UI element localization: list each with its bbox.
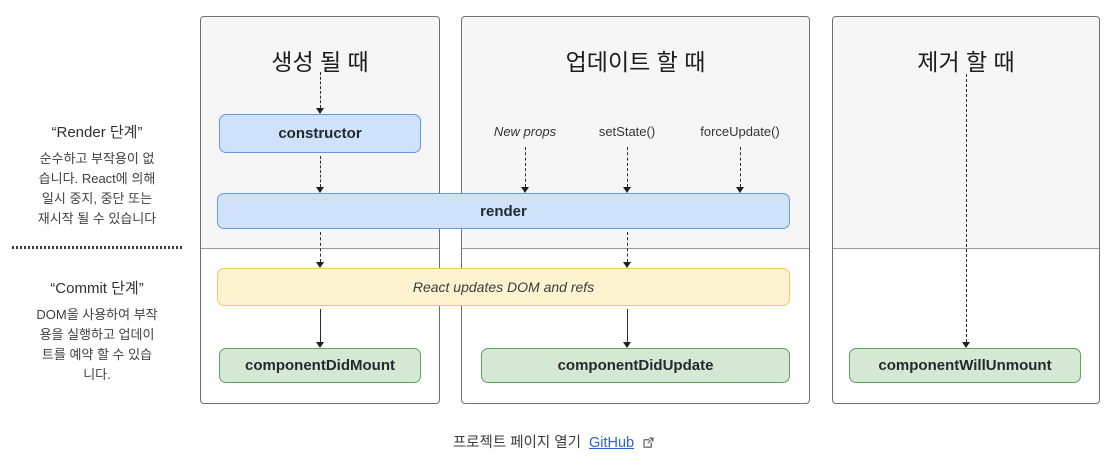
commit-phase-text-line: 용을 실행하고 업데이 — [39, 327, 155, 342]
arrow-render-to-dom-updates-right — [623, 232, 631, 268]
render-phase-title: “Render 단계” — [51, 124, 143, 141]
commit-phase-title: “Commit 단계” — [50, 280, 144, 297]
arrowhead-icon — [623, 262, 631, 268]
component-did-mount-box[interactable]: componentDidMount — [219, 348, 421, 383]
render-phase-text-line: 재시작 될 수 있습니다 — [37, 211, 157, 226]
arrowhead-icon — [316, 187, 324, 193]
trigger-set-state: setState() — [598, 124, 656, 139]
arrowhead-icon — [736, 187, 744, 193]
arrow-force-update-to-render — [736, 147, 744, 193]
trigger-force-update: forceUpdate() — [700, 124, 780, 139]
footer-text: 프로젝트 페이지 열기 — [452, 435, 581, 451]
arrow-to-component-will-unmount — [962, 74, 970, 348]
trigger-new-props: New props — [493, 124, 557, 139]
github-link[interactable]: GitHub — [588, 435, 635, 451]
footer: 프로젝트 페이지 열기 GitHub — [0, 431, 1108, 453]
render-phase-text-line: 순수하고 부작용이 없 — [39, 151, 155, 166]
arrow-mount-to-constructor — [316, 72, 324, 114]
constructor-box[interactable]: constructor — [219, 114, 421, 153]
arrow-constructor-to-render — [316, 156, 324, 193]
arrowhead-icon — [962, 342, 970, 348]
panel-updating-title: 업데이트 할 때 — [565, 49, 706, 75]
arrowhead-icon — [623, 187, 631, 193]
component-did-update-box[interactable]: componentDidUpdate — [481, 348, 790, 383]
arrow-to-component-did-update — [623, 309, 631, 348]
commit-phase-text-line: 니다. — [83, 367, 111, 382]
external-link-icon — [642, 436, 655, 453]
panel-mounting-title: 생성 될 때 — [271, 49, 369, 75]
commit-phase-note: “Commit 단계” DOM을 사용하여 부작 용을 실행하고 업데이 트를 … — [6, 277, 188, 385]
arrow-set-state-to-render — [623, 147, 631, 193]
commit-phase-text-line: 트를 예약 할 수 있습 — [41, 347, 153, 362]
arrow-new-props-to-render — [521, 147, 529, 193]
render-phase-text-line: 일시 중지, 중단 또는 — [41, 191, 153, 206]
arrowhead-icon — [316, 342, 324, 348]
arrowhead-icon — [521, 187, 529, 193]
arrowhead-icon — [623, 342, 631, 348]
arrowhead-icon — [316, 262, 324, 268]
arrowhead-icon — [316, 108, 324, 114]
render-phase-text-line: 습니다. React에 의해 — [38, 171, 156, 186]
render-phase-note: “Render 단계” 순수하고 부작용이 없 습니다. React에 의해 일… — [6, 121, 188, 229]
commit-phase-text-line: DOM을 사용하여 부작 — [36, 307, 158, 322]
phase-divider-dotted-line — [12, 246, 182, 249]
arrow-to-component-did-mount — [316, 309, 324, 348]
react-updates-dom-box: React updates DOM and refs — [217, 268, 790, 306]
component-will-unmount-box[interactable]: componentWillUnmount — [849, 348, 1081, 383]
arrow-render-to-dom-updates-left — [316, 232, 324, 268]
panel-unmounting-title: 제거 할 때 — [917, 49, 1015, 75]
render-box[interactable]: render — [217, 193, 790, 229]
